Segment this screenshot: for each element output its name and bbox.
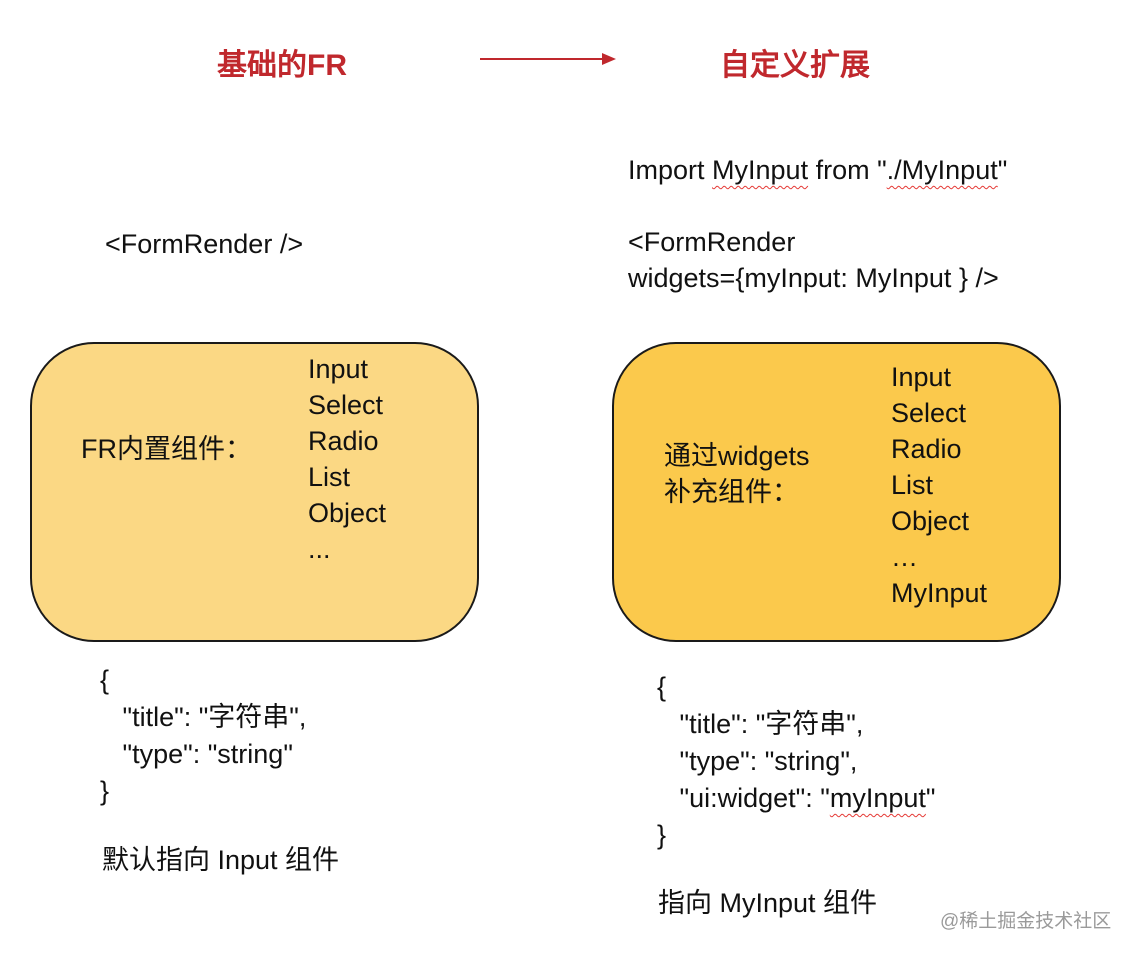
right-component-line1: <FormRender <box>628 227 796 257</box>
import-prefix: Import <box>628 155 713 185</box>
custom-widgets-label-line1: 通过widgets <box>664 441 810 471</box>
code-line: { <box>100 665 110 695</box>
widget-item: Object <box>891 506 970 536</box>
widget-item: Input <box>308 354 369 384</box>
watermark: @稀土掘金技术社区 <box>940 911 1112 932</box>
widget-item: Select <box>308 390 384 420</box>
code-line: "type": "string", <box>657 746 858 776</box>
widget-item: List <box>891 470 934 500</box>
widget-item: ... <box>308 534 331 564</box>
custom-widgets-box <box>612 342 1061 642</box>
left-title: 基础的FR <box>217 49 347 82</box>
widget-item: Input <box>891 362 952 392</box>
component-widgets-name: MyInput <box>855 263 952 293</box>
widget-item: … <box>891 542 918 572</box>
code-line: "type": "string" <box>100 739 293 769</box>
builtin-widgets-box <box>30 342 479 642</box>
code-line: } <box>100 776 110 806</box>
code-line: } <box>657 820 667 850</box>
right-component-line2: widgets={myInput: MyInput } /> <box>628 260 999 296</box>
import-mid: from " <box>808 155 887 185</box>
builtin-widgets-label: FR内置组件： <box>81 434 252 464</box>
custom-widgets-list: Input Select Radio List Object … MyInput <box>891 359 987 611</box>
import-path: ./MyInput <box>886 155 998 185</box>
widget-item: Radio <box>308 426 379 456</box>
widget-item: MyInput <box>891 578 988 608</box>
code-line: "title": "字符串", <box>100 702 307 732</box>
right-note: 指向 MyInput 组件 <box>658 888 878 918</box>
code-line: "title": "字符串", <box>657 709 864 739</box>
component-widgets-suffix: } /> <box>951 263 999 293</box>
custom-widgets-label-line2: 补充组件： <box>664 477 799 507</box>
code-line-ui-widget: "ui:widget": "myInput" <box>657 780 936 817</box>
import-name: MyInput <box>712 155 809 185</box>
left-note: 默认指向 Input 组件 <box>102 845 340 875</box>
right-arrow-icon <box>480 53 616 65</box>
widget-item: Select <box>891 398 967 428</box>
widget-item: List <box>308 462 351 492</box>
ui-widget-prefix: "ui:widget": " <box>657 783 830 813</box>
widget-item: Object <box>308 498 387 528</box>
ui-widget-value: myInput <box>829 783 926 813</box>
component-widgets-prefix: widgets={myInput: <box>628 263 856 293</box>
left-component-tag: <FormRender /> <box>105 229 304 259</box>
widget-item: Radio <box>891 434 962 464</box>
right-schema-code: { "title": "字符串", "type": "string", "ui:… <box>657 669 935 854</box>
import-suffix: " <box>997 155 1008 185</box>
left-schema-code: { "title": "字符串", "type": "string" } <box>100 662 306 810</box>
code-line: { <box>657 672 667 702</box>
builtin-widgets-list: Input Select Radio List Object ... <box>308 351 386 567</box>
import-statement: Import MyInput from "./MyInput" <box>628 152 1007 188</box>
right-title: 自定义扩展 <box>720 49 870 82</box>
ui-widget-suffix: " <box>925 783 936 813</box>
